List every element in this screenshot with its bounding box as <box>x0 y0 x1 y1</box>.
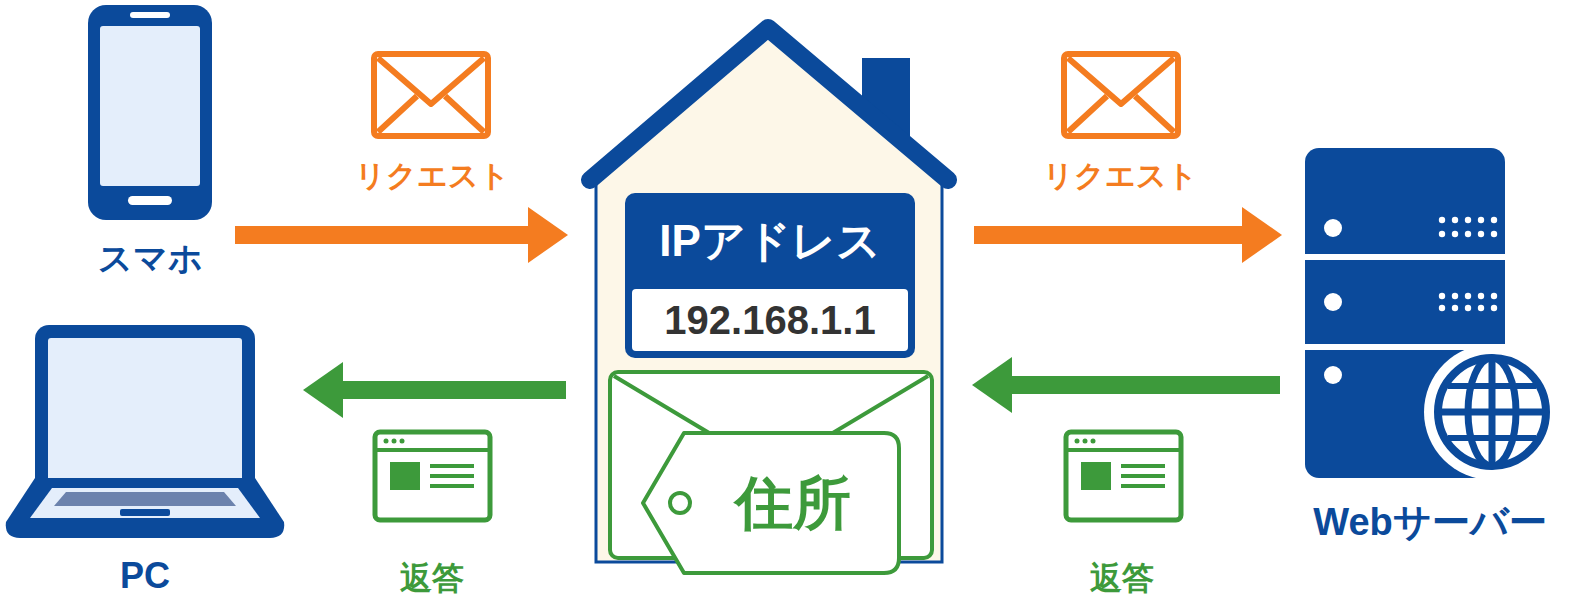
vent-dot <box>1465 217 1471 223</box>
browser-dot <box>392 439 397 444</box>
device-label: スマホ <box>77 238 223 279</box>
vent-dot <box>1465 305 1471 311</box>
flow-arrow <box>343 381 566 399</box>
browser-dot <box>400 439 405 444</box>
vent-dot <box>1478 293 1484 299</box>
laptop-deck <box>30 488 260 518</box>
browser-icon <box>375 432 490 520</box>
flow-label: 返答 <box>1086 559 1158 597</box>
vent-dot <box>1439 293 1445 299</box>
laptop-keyboard <box>54 492 236 506</box>
envelope-icon <box>374 54 488 136</box>
flow-arrow <box>235 226 528 244</box>
browser-dot <box>384 439 389 444</box>
ip-value: 192.168.1.1 <box>664 296 875 344</box>
tag-label: 住所 <box>735 468 851 538</box>
vent-dot <box>1491 231 1497 237</box>
browser-frame <box>1066 432 1181 520</box>
server-vents <box>1439 217 1497 311</box>
phone-body <box>88 5 212 220</box>
vent-dot <box>1478 217 1484 223</box>
house-roof <box>590 28 948 180</box>
device-node: Webサーバー <box>1292 145 1568 548</box>
flow-label: リクエスト <box>1039 158 1202 194</box>
browser-dot <box>1075 439 1080 444</box>
globe-parallel <box>1448 435 1536 441</box>
browser-icon <box>1066 432 1181 520</box>
phone-screen <box>100 26 200 186</box>
vent-dot <box>1439 305 1445 311</box>
vent-dot <box>1452 293 1458 299</box>
ip-box: IPアドレス 192.168.1.1 <box>625 193 915 358</box>
browser-frame <box>375 432 490 520</box>
flow-arrow <box>974 226 1242 244</box>
vent-dot <box>1452 231 1458 237</box>
globe-ring <box>1424 344 1560 480</box>
envelope-icon <box>1064 54 1178 136</box>
server-divider <box>1305 254 1505 260</box>
vent-dot <box>1439 231 1445 237</box>
house-node: IPアドレス 192.168.1.1 住所 <box>578 12 962 594</box>
device-label: PC <box>0 554 293 597</box>
tag-shape <box>643 433 899 573</box>
vent-dot <box>1478 305 1484 311</box>
envelope-body <box>1064 54 1178 136</box>
vent-dot <box>1465 293 1471 299</box>
envelope-flap <box>1068 58 1174 104</box>
server-led <box>1324 219 1342 237</box>
vent-dot <box>1452 217 1458 223</box>
device-node: PC <box>0 322 293 599</box>
laptop-screen <box>48 338 242 482</box>
envelope-fold <box>1068 96 1174 132</box>
globe <box>1438 358 1546 466</box>
laptop-icon <box>6 325 284 538</box>
device-node: スマホ <box>77 2 223 281</box>
vent-dot <box>1491 217 1497 223</box>
vent-dot <box>1478 231 1484 237</box>
ip-value-box: 192.168.1.1 <box>632 289 908 351</box>
ip-heading: IPアドレス <box>659 215 881 268</box>
envelope-flap <box>378 58 484 104</box>
vent-dot <box>1452 305 1458 311</box>
laptop-touchpad <box>120 509 170 516</box>
browser-dot <box>1091 439 1096 444</box>
laptop-lid <box>35 325 255 495</box>
browser-lines <box>430 466 474 486</box>
globe-parallel <box>1448 383 1536 389</box>
browser-image <box>1081 462 1111 490</box>
ip-header: IPアドレス <box>625 193 915 289</box>
envelope-body <box>374 54 488 136</box>
browser-bar <box>375 448 490 452</box>
phone-speaker <box>130 12 170 18</box>
flow-label: 返答 <box>396 559 468 597</box>
flow-label: リクエスト <box>351 158 514 194</box>
browser-bar <box>1066 448 1181 452</box>
vent-dot <box>1465 231 1471 237</box>
vent-dot <box>1491 293 1497 299</box>
server-led <box>1324 293 1342 311</box>
device-label: Webサーバー <box>1292 500 1568 546</box>
tag-node: 住所 <box>640 430 902 576</box>
flow-arrow <box>1012 376 1280 394</box>
globe-parallel <box>1438 409 1546 416</box>
vent-dot <box>1439 217 1445 223</box>
server-icon <box>1305 148 1560 480</box>
laptop-base <box>6 478 284 538</box>
server-led <box>1324 366 1342 384</box>
vent-dot <box>1491 305 1497 311</box>
browser-dot <box>1083 439 1088 444</box>
browser-lines <box>1121 466 1165 486</box>
envelope-fold <box>378 96 484 132</box>
browser-image <box>390 462 420 490</box>
tag-hole <box>670 493 690 513</box>
phone-button <box>128 196 172 205</box>
smartphone-icon <box>88 5 212 220</box>
